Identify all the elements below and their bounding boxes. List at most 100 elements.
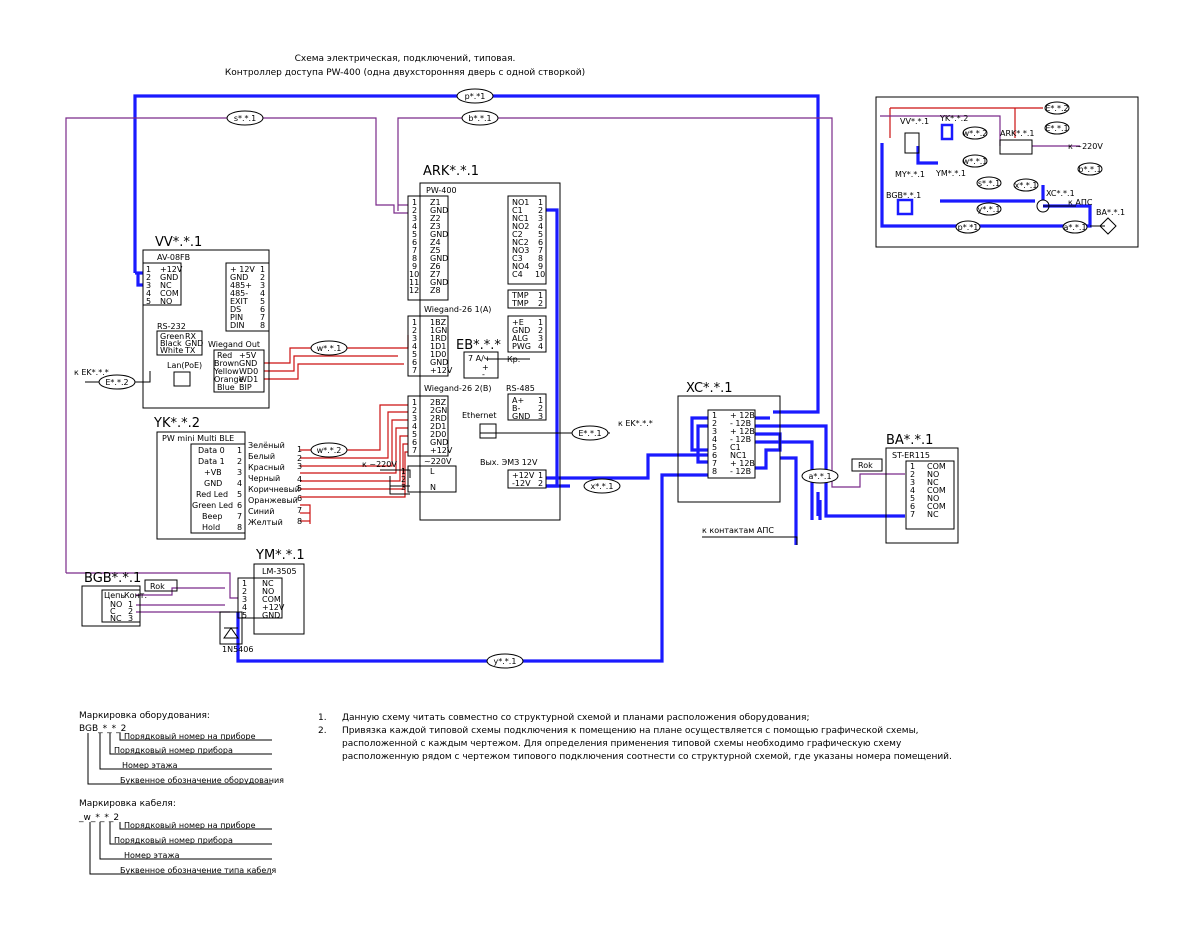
svg-text:+ 12В: + 12В: [730, 411, 755, 420]
svg-text:7: 7: [712, 459, 717, 468]
svg-text:RS-485: RS-485: [506, 384, 535, 393]
svg-text:Blue: Blue: [217, 383, 235, 392]
svg-text:1N5406: 1N5406: [222, 645, 253, 654]
svg-text:5: 5: [412, 350, 417, 359]
svg-text:1: 1: [297, 445, 302, 454]
ethernet-port-icon: [479, 423, 497, 439]
svg-text:1: 1: [910, 462, 915, 471]
svg-text:2: 2: [242, 587, 247, 596]
svg-text:3: 3: [712, 427, 717, 436]
svg-text:w*.*.2: w*.*.2: [963, 129, 988, 138]
svg-text:Red: Red: [217, 351, 232, 360]
svg-text:расположенную рядом с чертежом: расположенную рядом с чертежом типового …: [342, 752, 952, 762]
diode-icon: [223, 627, 239, 639]
svg-text:3: 3: [538, 334, 543, 343]
svg-text:2: 2: [237, 457, 242, 466]
svg-text:p*.*1: p*.*1: [465, 92, 486, 101]
notes: 1. Данную схему читать совместно со стру…: [318, 713, 952, 762]
svg-text:Белый: Белый: [248, 452, 275, 461]
svg-text:BA*.*.1: BA*.*.1: [886, 433, 933, 448]
svg-text:A+: A+: [512, 396, 524, 405]
svg-text:NO2: NO2: [512, 222, 529, 231]
svg-text:+12V: +12V: [262, 603, 285, 612]
svg-text:ALG: ALG: [512, 334, 528, 343]
svg-text:3: 3: [128, 614, 133, 623]
svg-text:4: 4: [146, 289, 151, 298]
svg-text:4: 4: [412, 342, 417, 351]
svg-text:p*.*1: p*.*1: [958, 223, 979, 232]
svg-text:RS-232: RS-232: [157, 322, 186, 331]
ethernet-port-icon: [173, 371, 191, 387]
svg-text:Номер этажа: Номер этажа: [122, 761, 178, 770]
svg-text:Цепь: Цепь: [104, 591, 125, 600]
svg-text:MY*.*.1: MY*.*.1: [895, 170, 925, 179]
svg-text:1: 1: [146, 265, 151, 274]
svg-text:4: 4: [412, 222, 417, 231]
svg-text:7: 7: [412, 446, 417, 455]
label-220: к ~220V: [362, 460, 397, 469]
mini-junction-icon: [1036, 199, 1050, 213]
svg-text:NC2: NC2: [512, 238, 529, 247]
svg-text:2: 2: [538, 404, 543, 413]
mini-sensor-icon: [1099, 217, 1117, 235]
svg-text:NC: NC: [262, 579, 274, 588]
svg-text:XC*.*.1: XC*.*.1: [686, 381, 733, 396]
svg-text:WD1: WD1: [239, 375, 258, 384]
svg-text:PIN: PIN: [230, 313, 243, 322]
svg-text:к ~220V: к ~220V: [1068, 142, 1103, 151]
svg-text:5: 5: [237, 490, 242, 499]
svg-text:BGB_*_*_2: BGB_*_*_2: [79, 724, 126, 734]
svg-text:- 12В: - 12В: [730, 419, 751, 428]
svg-text:8: 8: [412, 254, 417, 263]
svg-text:BIP: BIP: [239, 383, 252, 392]
svg-text:GND: GND: [160, 273, 178, 282]
svg-text:2: 2: [412, 326, 417, 335]
svg-text:10: 10: [535, 270, 545, 279]
svg-text:NC: NC: [927, 510, 939, 519]
svg-text:-12V: -12V: [512, 479, 531, 488]
svg-text:Буквенное обозначение типа каб: Буквенное обозначение типа кабеля: [120, 866, 276, 875]
svg-text:BGB*.*.1: BGB*.*.1: [886, 191, 921, 200]
svg-text:Z2: Z2: [430, 214, 441, 223]
svg-text:1: 1: [538, 198, 543, 207]
mini-diagram: VV*.*.1 YK*.*.2 ARK*.*.1 MY*.*.1 YM*.*.1…: [875, 96, 1139, 248]
svg-text:1: 1: [412, 398, 417, 407]
svg-text:9: 9: [538, 262, 543, 271]
svg-text:GND: GND: [239, 359, 257, 368]
svg-text:PW-400: PW-400: [426, 186, 457, 195]
mini-controller-icon: [999, 139, 1033, 155]
svg-text:8: 8: [260, 321, 265, 330]
svg-text:Wiegand-26 1(A): Wiegand-26 1(A): [424, 305, 491, 314]
svg-text:Черный: Черный: [248, 474, 280, 483]
svg-text:C1: C1: [512, 206, 523, 215]
svg-text:Hold: Hold: [202, 523, 220, 532]
svg-text:Beep: Beep: [202, 512, 222, 521]
svg-text:3: 3: [297, 462, 302, 471]
svg-text:4: 4: [538, 342, 543, 351]
mini-camera-icon: [904, 132, 920, 154]
battery-icon: [463, 351, 499, 379]
svg-text:GND: GND: [204, 479, 222, 488]
svg-text:C3: C3: [512, 254, 523, 263]
svg-text:2BZ: 2BZ: [430, 398, 447, 407]
svg-text:GND: GND: [512, 326, 530, 335]
svg-text:EB*.*.*: EB*.*.*: [456, 338, 501, 353]
title-line-1: Схема электрическая, подключений, типова…: [295, 54, 516, 64]
svg-text:Оранжевый: Оранжевый: [248, 496, 298, 505]
svg-text:BGB*.*.1: BGB*.*.1: [84, 571, 141, 586]
svg-text:+: +: [482, 363, 489, 372]
svg-text:Данную схему читать совместно: Данную схему читать совместно со структу…: [342, 713, 809, 723]
svg-text:+12V: +12V: [430, 366, 453, 375]
svg-text:BA*.*.1: BA*.*.1: [1096, 208, 1125, 217]
svg-text:7 А/ч: 7 А/ч: [468, 354, 489, 363]
svg-text:Коричневый: Коричневый: [248, 485, 300, 494]
